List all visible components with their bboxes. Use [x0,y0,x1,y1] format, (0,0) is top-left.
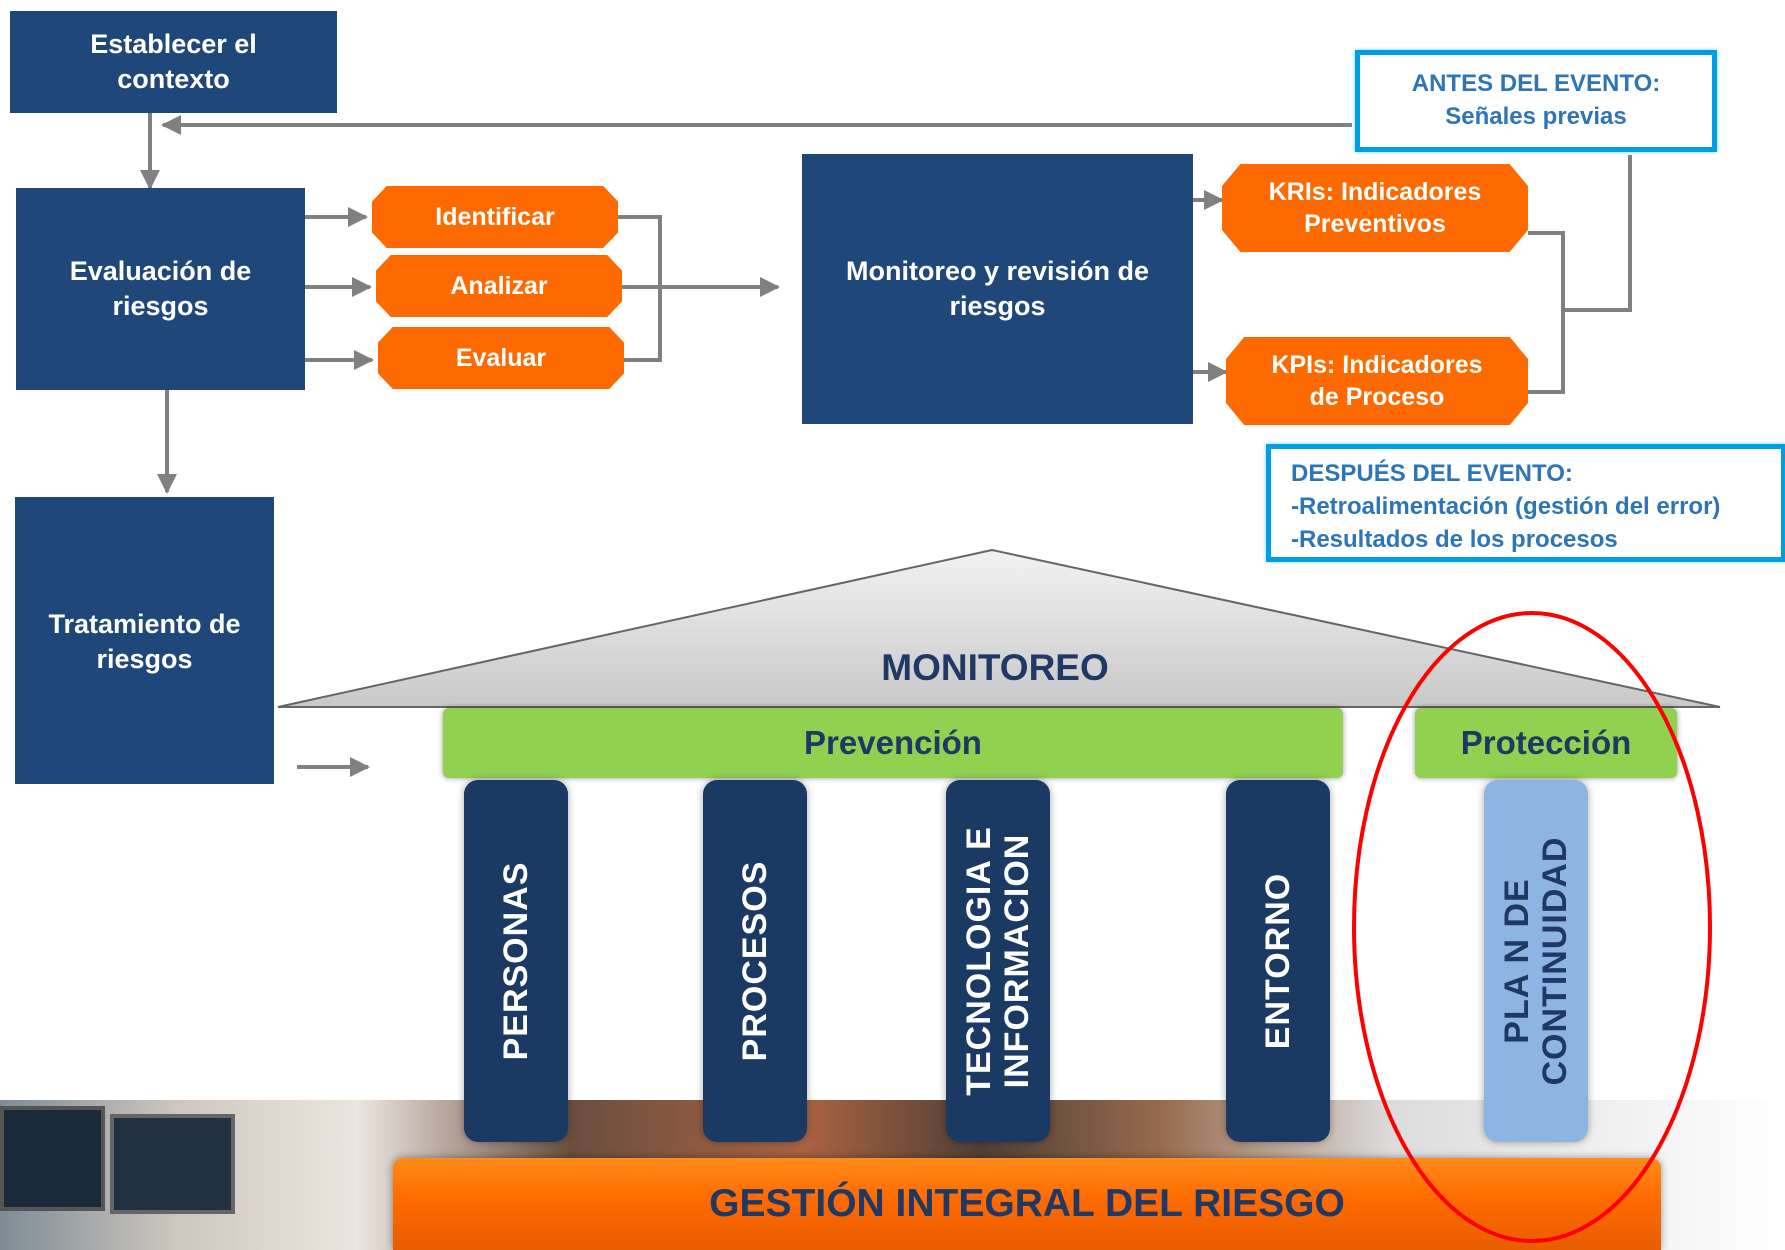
risk-monitoring-label: Monitoreo y revisión de riesgos [845,256,1150,321]
pillar-people: PERSONAS [464,780,568,1142]
kri-indicator-label: KRIs: Indicadores Preventivos [1268,178,1482,238]
kpi-indicator-label: KPIs: Indicadores de Proceso [1271,351,1483,411]
pillar-environment: ENTORNO [1226,780,1330,1142]
protection-label: Protección [1460,724,1632,761]
step-analyze: Analizar [376,255,622,317]
pillar-processes: PROCESOS [703,780,807,1142]
pillar-technology: TECNOLOGIA E INFORMACION [946,780,1050,1142]
establish-context-label: Establecer el contexto [90,29,257,94]
after-event-line-2: -Resultados de los procesos [1291,526,1618,553]
roof-title: MONITOREO [881,647,1109,688]
risk-monitoring-box: Monitoreo y revisión de riesgos [802,154,1193,424]
before-event-note: ANTES DEL EVENTO: Señales previas [1355,50,1717,152]
monitor-screen-image-2 [110,1114,235,1214]
risk-assessment-label: Evaluación de riesgos [69,256,252,321]
establish-context-box: Establecer el contexto [10,11,337,113]
pillar-continuity-plan: PLA N DE CONTINUIDAD [1484,780,1588,1142]
step-evaluate-label: Evaluar [455,344,547,372]
prevention-label: Prevención [804,724,982,761]
step-identify-label: Identificar [435,203,555,231]
after-event-line-1: -Retroalimentación (gestión del error) [1291,493,1721,520]
step-identify: Identificar [372,186,618,248]
kri-indicator: KRIs: Indicadores Preventivos [1222,164,1528,252]
risk-treatment-box: Tratamiento de riesgos [15,497,274,784]
before-event-title: ANTES DEL EVENTO: [1411,70,1661,97]
risk-assessment-box: Evaluación de riesgos [16,188,305,390]
prevention-bar: Prevención [443,708,1343,778]
monitor-screen-image [0,1106,105,1211]
risk-treatment-label: Tratamiento de riesgos [48,609,241,674]
after-event-title: DESPUÉS DEL EVENTO: [1291,460,1573,487]
step-analyze-label: Analizar [450,272,548,300]
step-evaluate: Evaluar [378,327,624,389]
kpi-indicator: KPIs: Indicadores de Proceso [1226,337,1528,425]
protection-bar: Protección [1415,708,1677,778]
base-label: GESTIÓN INTEGRAL DEL RIESGO [709,1182,1345,1225]
before-event-line: Señales previas [1445,103,1627,130]
after-event-note: DESPUÉS DEL EVENTO: -Retroalimentación (… [1266,444,1785,562]
